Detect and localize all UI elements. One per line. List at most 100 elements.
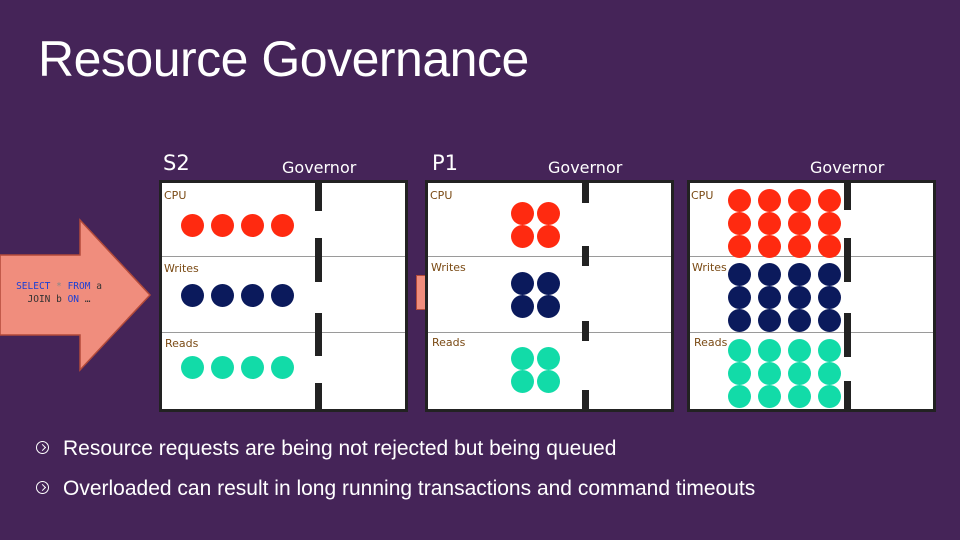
read-request-dot bbox=[818, 362, 841, 385]
row-divider bbox=[428, 256, 671, 257]
row-divider bbox=[428, 332, 671, 333]
row-label-writes: Writes bbox=[692, 261, 727, 274]
write-request-dot bbox=[728, 309, 751, 332]
write-request-dot bbox=[271, 284, 294, 307]
row-divider bbox=[690, 332, 933, 333]
cpu-request-dot bbox=[788, 235, 811, 258]
governor-gate bbox=[844, 183, 851, 210]
sql-query-text: SELECT * FROM a JOIN b ON … bbox=[0, 280, 118, 306]
governor-gate bbox=[582, 246, 589, 266]
sql-line-1: SELECT * FROM a bbox=[16, 281, 102, 292]
governor-gate bbox=[844, 381, 851, 412]
read-request-dot bbox=[181, 356, 204, 379]
write-request-dot bbox=[788, 309, 811, 332]
write-request-dot bbox=[537, 272, 560, 295]
write-request-dot bbox=[511, 295, 534, 318]
cpu-request-dot bbox=[271, 214, 294, 237]
bullet-text: Overloaded can result in long running tr… bbox=[63, 477, 756, 500]
read-request-dot bbox=[788, 362, 811, 385]
row-label-cpu: CPU bbox=[430, 189, 453, 202]
sql-line-2: JOIN b ON … bbox=[27, 294, 91, 305]
read-request-dot bbox=[241, 356, 264, 379]
write-request-dot bbox=[728, 286, 751, 309]
arrow-circle-icon bbox=[36, 480, 49, 494]
governor-gate bbox=[844, 313, 851, 357]
read-request-dot bbox=[758, 362, 781, 385]
cpu-request-dot bbox=[818, 189, 841, 212]
write-request-dot bbox=[537, 295, 560, 318]
read-request-dot bbox=[818, 385, 841, 408]
bullet-item: Resource requests are being not rejected… bbox=[36, 437, 616, 461]
arrow-circle-icon bbox=[36, 440, 49, 454]
cpu-request-dot bbox=[758, 212, 781, 235]
write-request-dot bbox=[211, 284, 234, 307]
governor-label-s2: Governor bbox=[282, 158, 357, 177]
read-request-dot bbox=[211, 356, 234, 379]
read-request-dot bbox=[728, 339, 751, 362]
read-request-dot bbox=[758, 339, 781, 362]
cpu-request-dot bbox=[758, 189, 781, 212]
read-request-dot bbox=[818, 339, 841, 362]
read-request-dot bbox=[758, 385, 781, 408]
cpu-request-dot bbox=[537, 202, 560, 225]
write-request-dot bbox=[758, 309, 781, 332]
governor-gate bbox=[582, 390, 589, 412]
cpu-request-dot bbox=[818, 212, 841, 235]
write-request-dot bbox=[758, 286, 781, 309]
row-label-reads: Reads bbox=[432, 336, 466, 349]
cpu-request-dot bbox=[788, 189, 811, 212]
read-request-dot bbox=[537, 370, 560, 393]
governor-gate bbox=[315, 383, 322, 412]
governor-gate bbox=[315, 183, 322, 211]
write-request-dot bbox=[788, 286, 811, 309]
write-request-dot bbox=[818, 309, 841, 332]
row-divider bbox=[162, 256, 405, 257]
cpu-request-dot bbox=[511, 202, 534, 225]
tier-label-p1: P1 bbox=[432, 151, 459, 175]
write-request-dot bbox=[728, 263, 751, 286]
query-arrow: SELECT * FROM a JOIN b ON … bbox=[0, 218, 152, 372]
read-request-dot bbox=[511, 347, 534, 370]
bullet-item: Overloaded can result in long running tr… bbox=[36, 477, 755, 501]
arrow-shape bbox=[0, 218, 152, 372]
row-label-reads: Reads bbox=[694, 336, 728, 349]
cpu-request-dot bbox=[758, 235, 781, 258]
read-request-dot bbox=[788, 385, 811, 408]
write-request-dot bbox=[758, 263, 781, 286]
read-request-dot bbox=[728, 385, 751, 408]
slide-title: Resource Governance bbox=[38, 31, 529, 87]
bullet-text: Resource requests are being not rejected… bbox=[63, 437, 617, 460]
row-label-cpu: CPU bbox=[691, 189, 714, 202]
read-request-dot bbox=[728, 362, 751, 385]
read-request-dot bbox=[537, 347, 560, 370]
tier-panel-p1: CPU Writes Reads bbox=[425, 180, 674, 412]
write-request-dot bbox=[818, 263, 841, 286]
row-label-reads: Reads bbox=[165, 337, 199, 350]
governor-label-p1: Governor bbox=[548, 158, 623, 177]
write-request-dot bbox=[241, 284, 264, 307]
cpu-request-dot bbox=[728, 235, 751, 258]
read-request-dot bbox=[788, 339, 811, 362]
governor-gate bbox=[582, 183, 589, 203]
tier-panel-s2: CPU Writes Reads bbox=[159, 180, 408, 412]
governor-label-tier3: Governor bbox=[810, 158, 885, 177]
read-request-dot bbox=[271, 356, 294, 379]
row-label-writes: Writes bbox=[164, 262, 199, 275]
cpu-request-dot bbox=[511, 225, 534, 248]
write-request-dot bbox=[788, 263, 811, 286]
governor-gate bbox=[844, 238, 851, 282]
write-request-dot bbox=[511, 272, 534, 295]
row-divider bbox=[162, 332, 405, 333]
governor-gate bbox=[582, 321, 589, 341]
cpu-request-dot bbox=[728, 189, 751, 212]
row-label-writes: Writes bbox=[431, 261, 466, 274]
governor-gate bbox=[315, 238, 322, 282]
tier-panel-overloaded: CPU Writes Reads bbox=[687, 180, 936, 412]
cpu-request-dot bbox=[728, 212, 751, 235]
row-label-cpu: CPU bbox=[164, 189, 187, 202]
cpu-request-dot bbox=[181, 214, 204, 237]
cpu-request-dot bbox=[241, 214, 264, 237]
read-request-dot bbox=[511, 370, 534, 393]
write-request-dot bbox=[818, 286, 841, 309]
row-divider bbox=[690, 256, 933, 257]
